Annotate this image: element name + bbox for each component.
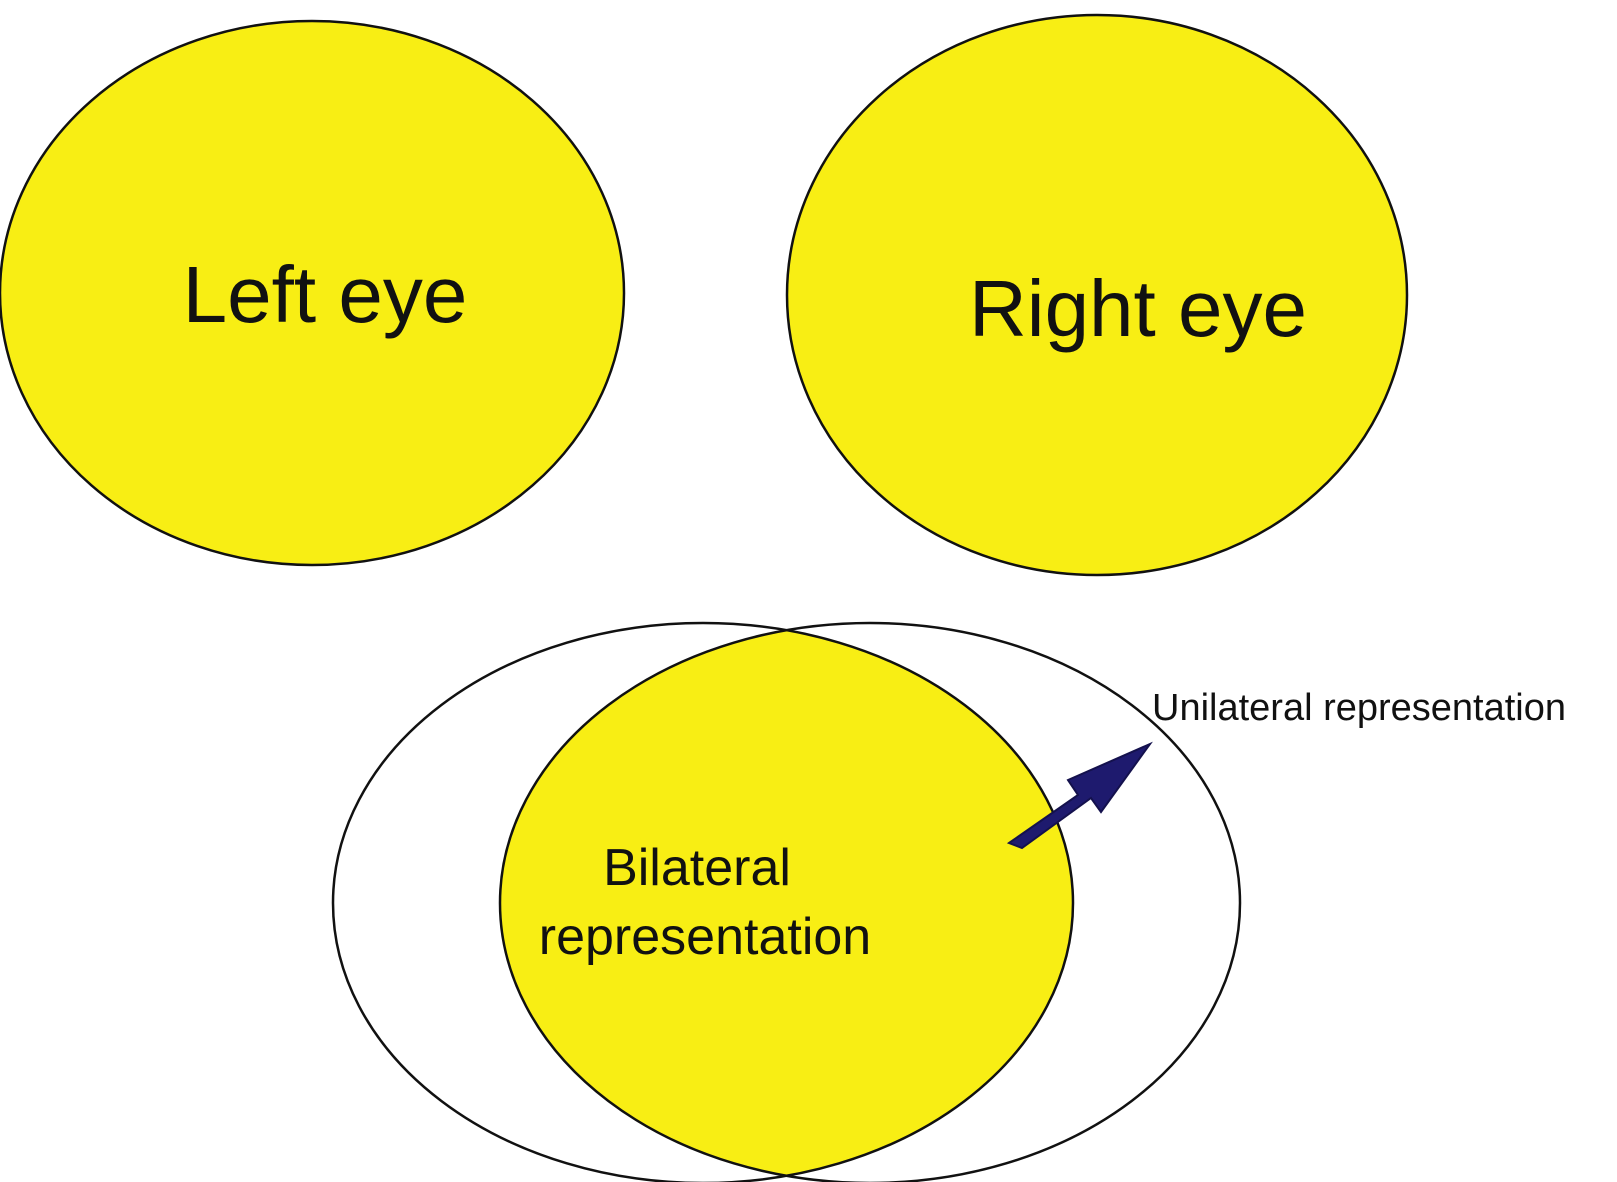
bilateral-label-line1: Bilateral bbox=[603, 839, 791, 897]
right-eye-label: Right eye bbox=[969, 264, 1307, 353]
left-field-outline bbox=[331, 621, 1075, 1182]
right-field-outline bbox=[498, 621, 1242, 1182]
right-eye-field bbox=[785, 13, 1409, 577]
unilateral-label: Unilateral representation bbox=[1152, 687, 1566, 729]
bilateral-overlap-field bbox=[500, 623, 1073, 1182]
left-eye-field bbox=[0, 19, 626, 567]
left-eye-label: Left eye bbox=[183, 250, 468, 339]
bilateral-label-line2: representation bbox=[539, 908, 871, 966]
arrow-icon bbox=[1006, 741, 1153, 850]
